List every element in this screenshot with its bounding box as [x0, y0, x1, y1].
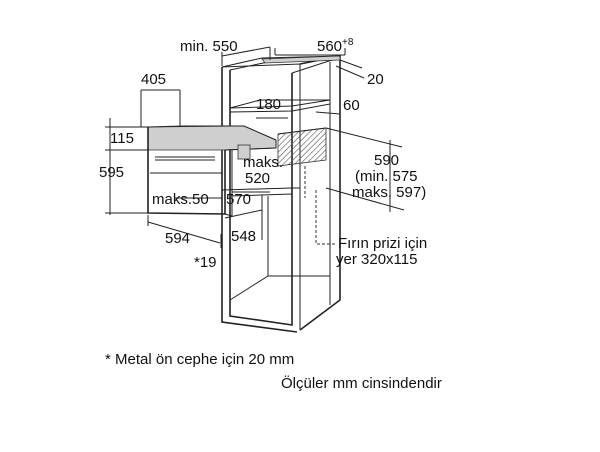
- dimension-labels: min. 550 560+8 20 405 180 60 115 595 mak…: [99, 37, 427, 271]
- label-min-575: (min. 575: [355, 168, 418, 185]
- label-socket-line1: Fırın prizi için: [338, 235, 427, 252]
- oven: [147, 125, 277, 217]
- label-19: *19: [194, 254, 217, 271]
- label-min-550: min. 550: [180, 38, 238, 55]
- label-115: 115: [110, 130, 134, 147]
- label-180: 180: [256, 96, 281, 113]
- footnotes: * Metal ön cephe için 20 mm Ölçüler mm c…: [105, 351, 442, 392]
- label-maks-597: maks. 597): [352, 184, 426, 201]
- label-maks-520-a: maks.: [243, 154, 283, 171]
- label-20: 20: [367, 71, 384, 88]
- dimension-lines: [105, 46, 405, 255]
- label-maks-50: maks.50: [152, 191, 209, 208]
- label-595: 595: [99, 164, 124, 181]
- label-590: 590: [374, 152, 399, 169]
- label-560: 560+8: [317, 37, 354, 55]
- label-405: 405: [141, 71, 166, 88]
- cabinet: [221, 55, 341, 333]
- footnote-units: Ölçüler mm cinsindendir: [281, 374, 442, 392]
- label-548: 548: [231, 228, 256, 245]
- label-maks-520-b: 520: [245, 170, 270, 187]
- label-60: 60: [343, 97, 360, 114]
- footnote-metal-front: * Metal ön cephe için 20 mm: [105, 351, 294, 368]
- label-594: 594: [165, 230, 190, 247]
- label-socket-line2: yer 320x115: [336, 251, 417, 268]
- label-570: 570: [226, 191, 251, 208]
